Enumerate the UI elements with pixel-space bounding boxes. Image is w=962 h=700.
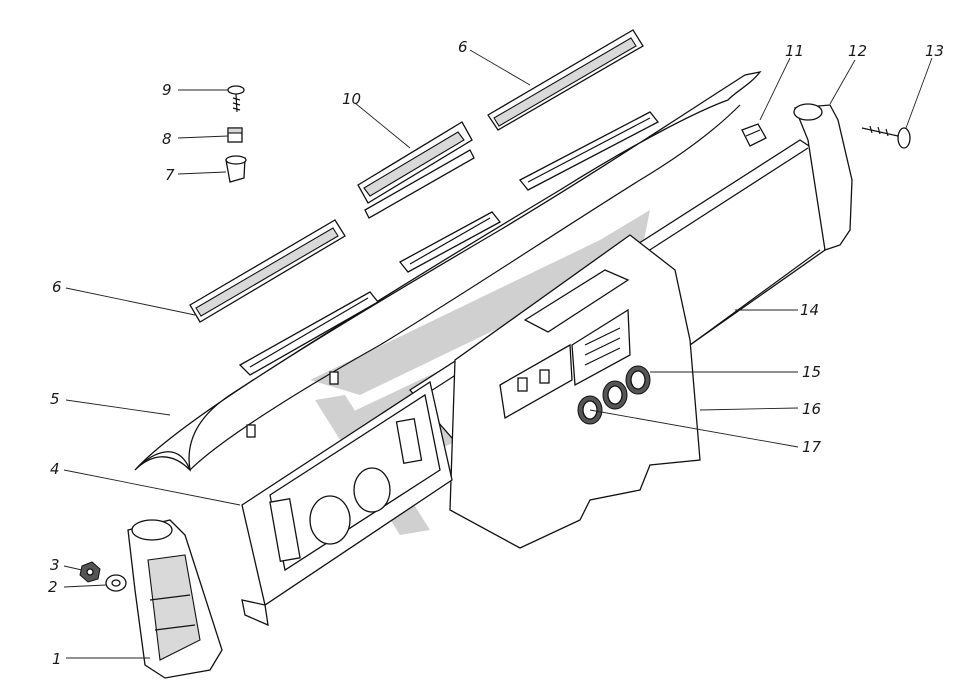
nut-8 — [227, 127, 243, 143]
instrument-panel — [241, 380, 453, 627]
callout-11: 11 — [785, 42, 804, 60]
callout-6-top: 6 — [458, 38, 468, 56]
callout-7: 7 — [165, 166, 175, 184]
callout-6-left: 6 — [52, 278, 62, 296]
callout-14: 14 — [800, 301, 819, 319]
callout-15: 15 — [802, 363, 821, 381]
clip-7 — [225, 155, 247, 183]
washer-2 — [105, 574, 127, 592]
callout-2: 2 — [48, 578, 58, 596]
callout-10: 10 — [342, 90, 361, 108]
callout-1: 1 — [52, 650, 62, 668]
side-cover-right — [793, 103, 853, 251]
callout-16: 16 — [802, 400, 821, 418]
callout-labels: 1 2 3 4 5 6 6 7 8 9 10 11 12 13 14 15 16… — [48, 38, 944, 668]
center-console — [449, 234, 701, 549]
nut-3 — [79, 561, 101, 583]
vent-grille-left — [189, 219, 346, 323]
callout-3: 3 — [50, 556, 60, 574]
screw-9 — [227, 85, 245, 113]
bracket-11 — [741, 123, 767, 147]
dashboard-top-panel — [134, 71, 762, 472]
callout-4: 4 — [50, 460, 60, 478]
screw-13 — [861, 125, 911, 149]
vent-grille-center — [357, 121, 475, 219]
callout-8: 8 — [162, 130, 172, 148]
callout-5: 5 — [50, 390, 60, 408]
side-cover-left — [127, 519, 223, 679]
leader-lines — [63, 49, 933, 659]
vent-grille-top — [487, 29, 644, 131]
callout-9: 9 — [162, 81, 172, 99]
callout-13: 13 — [925, 42, 944, 60]
callout-17: 17 — [802, 438, 822, 456]
callout-12: 12 — [848, 42, 867, 60]
